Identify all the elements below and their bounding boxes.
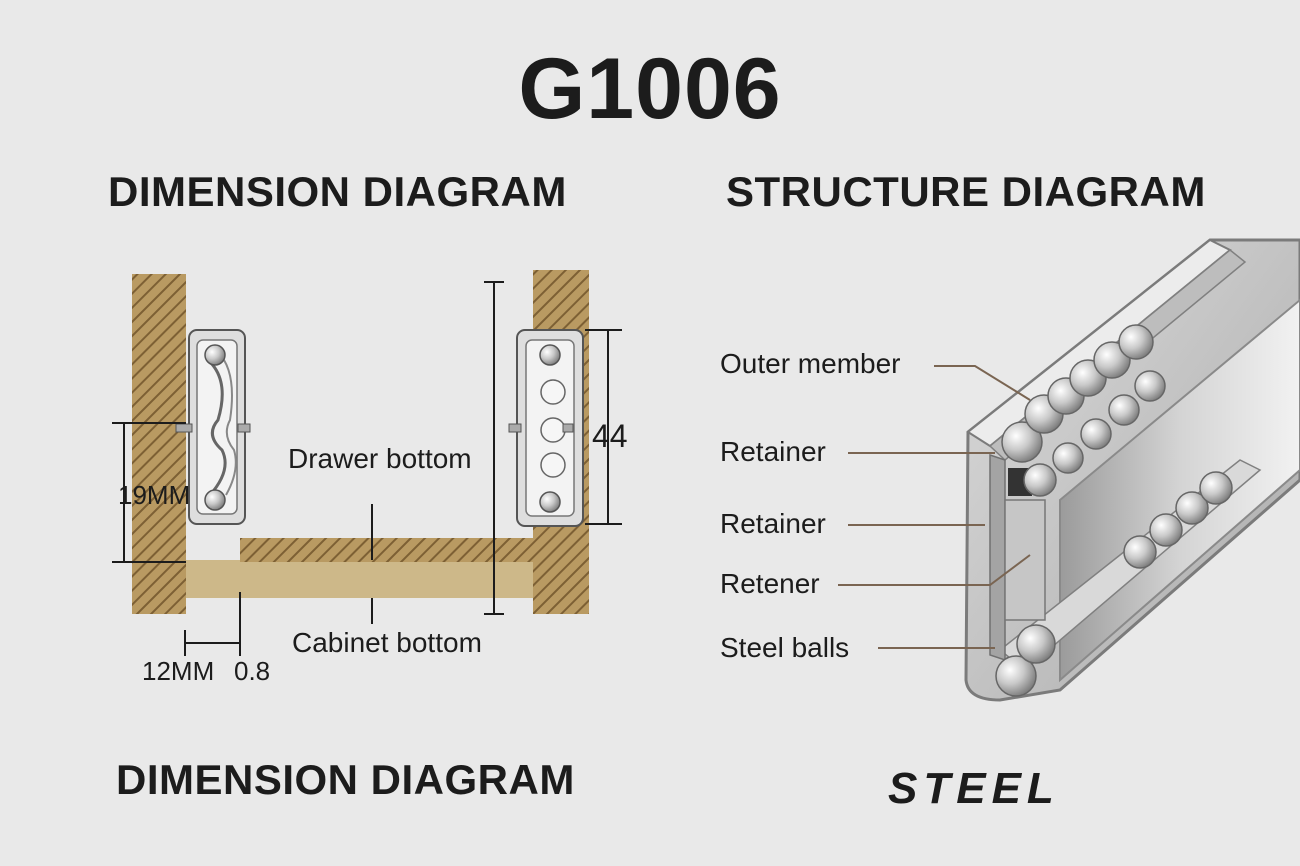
drawer-bottom-board (240, 538, 533, 562)
footer-dimension-title: DIMENSION DIAGRAM (116, 756, 575, 803)
height-19mm-label: 19MM (118, 480, 191, 510)
height-44-label: 44 (592, 418, 628, 454)
left-slide-profile (175, 329, 251, 525)
cabinet-bottom-board (186, 560, 533, 598)
left-cabinet-wall (132, 274, 186, 614)
material-label: STEEL (888, 764, 1060, 813)
outer-member-label: Outer member (720, 348, 901, 379)
cabinet-bottom-label: Cabinet bottom (292, 627, 482, 658)
structure-leader-lines (838, 365, 1031, 649)
right-slide-profile (508, 329, 584, 527)
steel-balls-top (1001, 324, 1166, 497)
thickness-label: 0.8 (234, 656, 271, 686)
dimension-diagram-title: DIMENSION DIAGRAM (108, 168, 567, 215)
steel-balls-bottom (995, 471, 1233, 697)
dimension-lines (112, 281, 622, 656)
structure-diagram-title: STRUCTURE DIAGRAM (726, 168, 1206, 215)
retainer-label-2: Retainer (720, 508, 826, 539)
model-title: G1006 (518, 41, 782, 137)
slide-rail-3d (964, 238, 1300, 702)
retainer-label-1: Retainer (720, 436, 826, 467)
retener-label: Retener (720, 568, 820, 599)
drawer-bottom-label: Drawer bottom (288, 443, 472, 474)
gap-12mm-label: 12MM (142, 656, 215, 686)
steel-balls-label: Steel balls (720, 632, 850, 663)
